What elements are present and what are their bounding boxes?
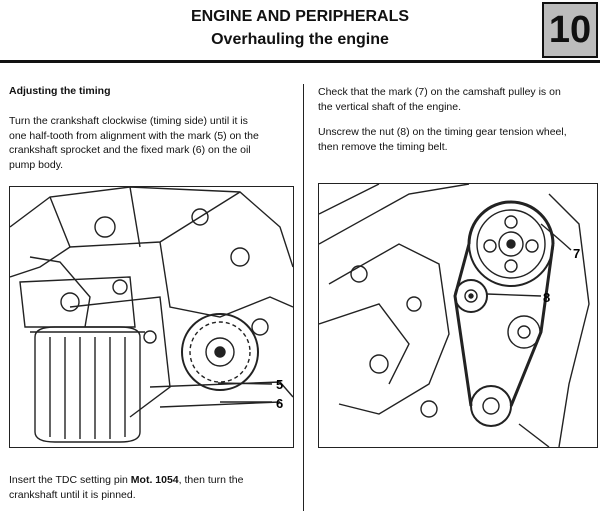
left-paragraph-1: Turn the crankshaft clockwise (timing si…: [9, 114, 259, 172]
header-divider: [0, 60, 600, 63]
right-paragraph-1: Check that the mark (7) on the camshaft …: [318, 85, 561, 114]
text-line: Insert the TDC setting pin Mot. 1054, th…: [9, 473, 243, 488]
callout-8: 8: [543, 290, 550, 305]
timing-belt-illustration: 7 8: [318, 183, 590, 448]
callout-6: 6: [276, 396, 283, 411]
callout-5: 5: [276, 377, 283, 392]
text-line: the vertical shaft of the engine.: [318, 100, 462, 113]
page-title: ENGINE AND PERIPHERALS: [190, 8, 410, 25]
callout-7: 7: [573, 246, 580, 261]
section-heading: Adjusting the timing: [9, 85, 111, 97]
text-line: then remove the timing belt.: [318, 140, 448, 153]
page-subtitle: Overhauling the engine: [211, 31, 389, 48]
timing-belt-figure: 7 8: [318, 183, 598, 448]
crankshaft-illustration: 5 6: [9, 186, 294, 443]
tool-reference: Mot. 1054: [130, 474, 179, 486]
text-line: crankshaft sprocket and the fixed mark (…: [9, 144, 251, 156]
text-line: one half-tooth from alignment with the m…: [9, 129, 259, 142]
text-line: crankshaft until it is pinned.: [9, 488, 136, 501]
text-span: , then turn the: [178, 474, 244, 486]
text-line: Unscrew the nut (8) on the timing gear t…: [318, 126, 567, 138]
text-line: pump body.: [9, 158, 64, 171]
left-paragraph-2: Insert the TDC setting pin Mot. 1054, th…: [9, 473, 243, 502]
crankshaft-figure: 5 6: [9, 186, 294, 448]
text-line: Turn the crankshaft clockwise (timing si…: [9, 115, 248, 127]
text-span: Insert the TDC setting pin: [9, 474, 131, 486]
text-line: Check that the mark (7) on the camshaft …: [318, 86, 561, 98]
section-badge: 10: [542, 2, 598, 58]
column-divider: [303, 84, 304, 511]
right-paragraph-2: Unscrew the nut (8) on the timing gear t…: [318, 125, 567, 154]
